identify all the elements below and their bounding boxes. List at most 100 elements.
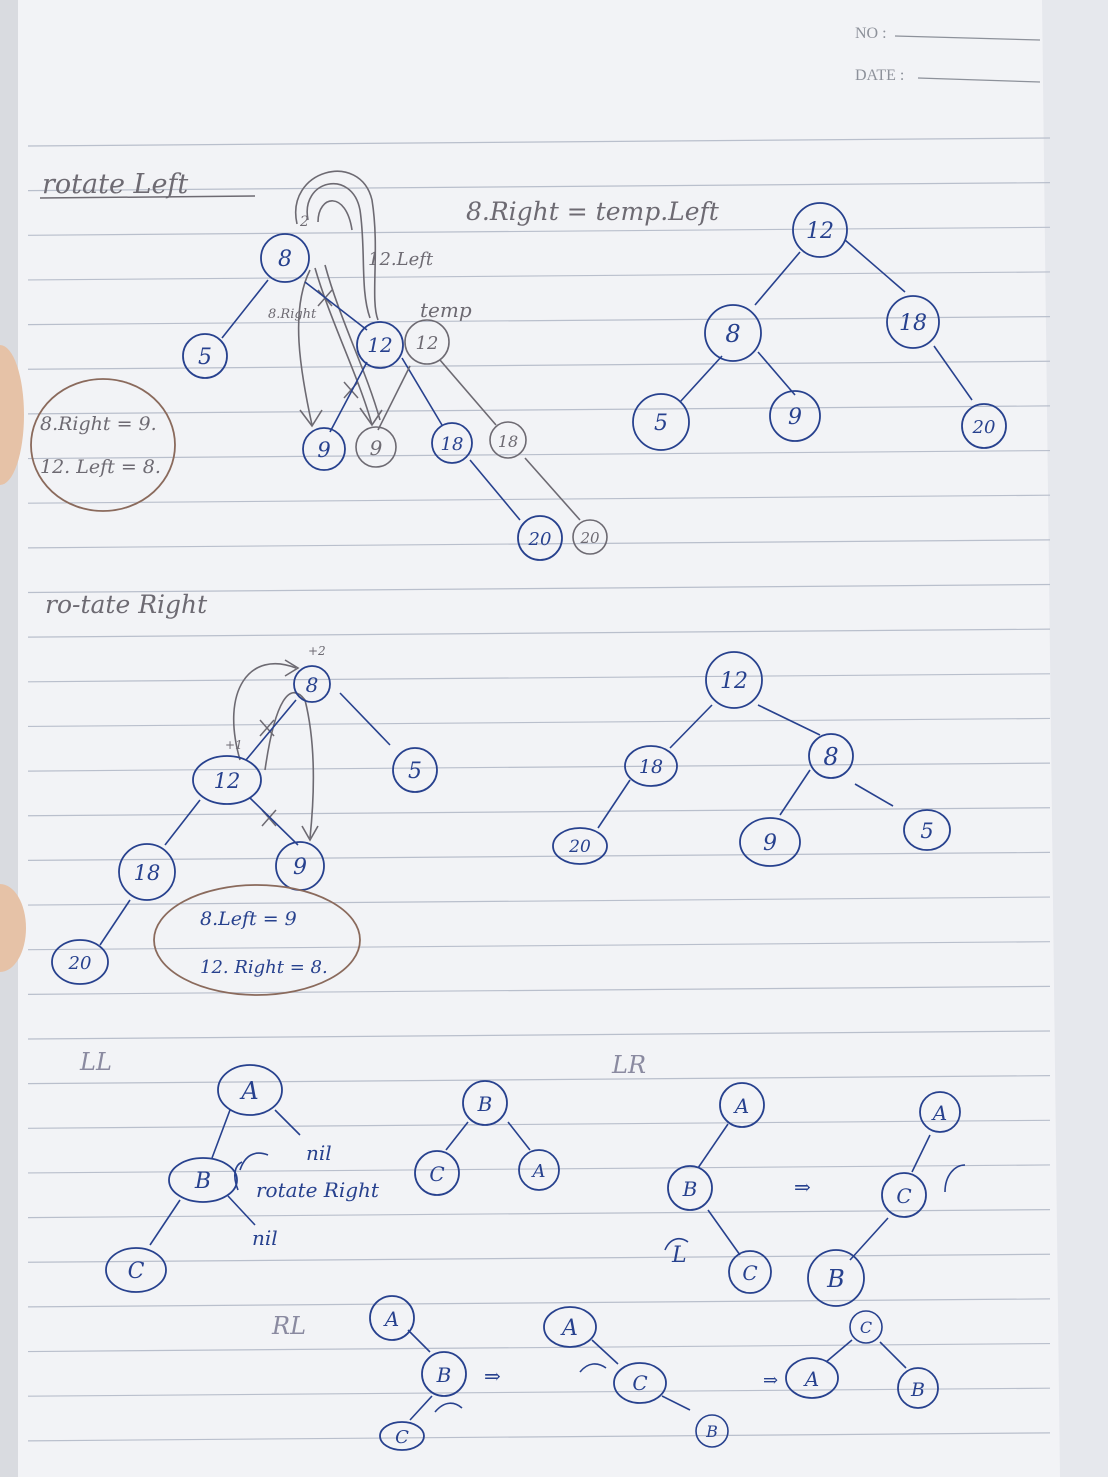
svg-text:8: 8 xyxy=(278,247,292,272)
svg-text:B: B xyxy=(194,1169,211,1194)
svg-text:A: A xyxy=(931,1101,947,1125)
svg-text:B: B xyxy=(477,1092,493,1116)
lr-node-b: B xyxy=(667,1165,713,1211)
ruled-line xyxy=(27,137,1051,147)
svg-text:A: A xyxy=(383,1307,399,1331)
rl-result-edges xyxy=(825,1339,907,1369)
svg-text:18: 18 xyxy=(134,861,161,885)
rotate-right-after-node-12: 12 xyxy=(705,651,763,709)
svg-text:C: C xyxy=(632,1371,647,1395)
header-no-label: NO : xyxy=(855,25,887,42)
ruled-line xyxy=(27,851,1051,862)
lr-edges xyxy=(664,1123,741,1256)
rotate-left-after-node-5: 5 xyxy=(632,393,690,451)
ruled-line xyxy=(27,1253,1051,1263)
svg-text:8: 8 xyxy=(823,743,838,771)
ruled-line xyxy=(27,941,1051,951)
rotate-left-after-edges xyxy=(679,239,973,403)
svg-text:9: 9 xyxy=(370,436,383,460)
svg-text:B: B xyxy=(826,1265,845,1293)
ruled-line xyxy=(27,1387,1051,1397)
rotate-right-node-5: 5 xyxy=(392,747,438,793)
lr-result-node-b: B xyxy=(807,1249,865,1307)
rotate-left-node-20-gray: 20 xyxy=(572,519,608,555)
svg-text:A: A xyxy=(239,1077,258,1105)
ruled-line xyxy=(27,1208,1051,1219)
svg-text:C: C xyxy=(429,1162,444,1186)
svg-text:C: C xyxy=(742,1261,757,1285)
svg-text:9: 9 xyxy=(317,438,330,462)
rotate-right-node-8: 8 xyxy=(293,665,331,703)
svg-text:9: 9 xyxy=(763,831,777,856)
header-date-label: DATE : xyxy=(855,67,904,84)
ruled-line xyxy=(27,271,1051,281)
svg-text:18: 18 xyxy=(639,756,663,778)
rotate-left-after-node-9: 9 xyxy=(769,390,821,442)
rl-edges xyxy=(407,1329,463,1421)
rotate-right-node-20: 20 xyxy=(51,939,109,985)
svg-text:A: A xyxy=(733,1094,749,1118)
svg-text:A: A xyxy=(531,1161,546,1182)
rotate-right-note-line2: 12. Right = 8. xyxy=(200,957,328,978)
svg-text:20: 20 xyxy=(568,837,591,857)
svg-text:20: 20 xyxy=(972,417,996,438)
svg-text:C: C xyxy=(896,1184,911,1208)
ruled-line xyxy=(27,985,1051,995)
svg-text:B: B xyxy=(910,1379,925,1401)
lr-arrow: ⇒ xyxy=(794,1175,811,1199)
rl-node-c: C xyxy=(379,1421,425,1451)
ruled-line xyxy=(27,673,1051,683)
rotate-left-node-18-blue: 18 xyxy=(431,422,473,464)
svg-text:A: A xyxy=(803,1367,819,1391)
svg-text:12: 12 xyxy=(367,333,392,357)
ruled-line xyxy=(27,628,1051,638)
rotate-left-title: rotate Left xyxy=(42,169,188,200)
rotate-left-assign-note: 8.Right = temp.Left xyxy=(466,197,720,226)
ruled-lines xyxy=(27,137,1051,1442)
rotate-left-title-underline xyxy=(39,195,256,199)
rotate-right-after-node-20: 20 xyxy=(552,827,608,865)
ruled-line xyxy=(27,226,1051,236)
rotate-right-step2-label: +2 xyxy=(308,644,326,658)
lr-result-edges xyxy=(849,1134,966,1261)
rotate-right-after-edges xyxy=(597,704,894,829)
lr-node-c: C xyxy=(728,1250,772,1294)
svg-text:8: 8 xyxy=(306,673,319,697)
svg-text:12: 12 xyxy=(214,769,241,793)
ruled-line xyxy=(27,583,1051,594)
svg-text:18: 18 xyxy=(899,311,927,336)
ll-node-b: B xyxy=(168,1157,238,1203)
ruled-line xyxy=(27,1298,1051,1308)
svg-text:9: 9 xyxy=(293,855,307,880)
ll-result-node-c: C xyxy=(414,1150,460,1196)
rotate-left-after-node-20: 20 xyxy=(961,403,1007,449)
rotate-right-before-edges xyxy=(99,692,391,946)
rotate-left-8-right-label: 8.Right xyxy=(268,307,317,322)
ruled-line xyxy=(27,896,1051,906)
ruled-line xyxy=(27,1075,1051,1085)
svg-text:B: B xyxy=(682,1177,698,1201)
rotate-left-note-line1: 8.Right = 9. xyxy=(40,413,157,435)
ruled-line xyxy=(27,316,1051,326)
rl-label: RL xyxy=(271,1312,306,1340)
rotate-left-node-5: 5 xyxy=(182,333,228,379)
ruled-line xyxy=(27,762,1051,772)
rotate-left-after-node-18: 18 xyxy=(886,295,940,349)
lr-node-a: A xyxy=(719,1082,765,1128)
svg-text:B: B xyxy=(436,1363,452,1387)
rotate-right-after-node-18: 18 xyxy=(624,745,678,787)
ruled-line xyxy=(27,1342,1051,1353)
rotate-left-node-9-blue: 9 xyxy=(302,427,346,471)
rl-arrow-1: ⇒ xyxy=(484,1364,501,1388)
svg-text:5: 5 xyxy=(408,759,422,784)
ll-result-edges xyxy=(445,1121,531,1151)
rl-node-a: A xyxy=(369,1295,415,1341)
rl-result-node-a: A xyxy=(785,1357,839,1399)
ll-node-c: C xyxy=(105,1247,167,1293)
ll-node-a: A xyxy=(217,1064,283,1116)
ll-rotate-label: rotate Right xyxy=(256,1178,380,1202)
rotate-right-note-ellipse xyxy=(153,884,361,996)
lr-result-node-c: C xyxy=(881,1172,927,1218)
rotate-left-node-12-gray: 12 xyxy=(404,319,450,365)
